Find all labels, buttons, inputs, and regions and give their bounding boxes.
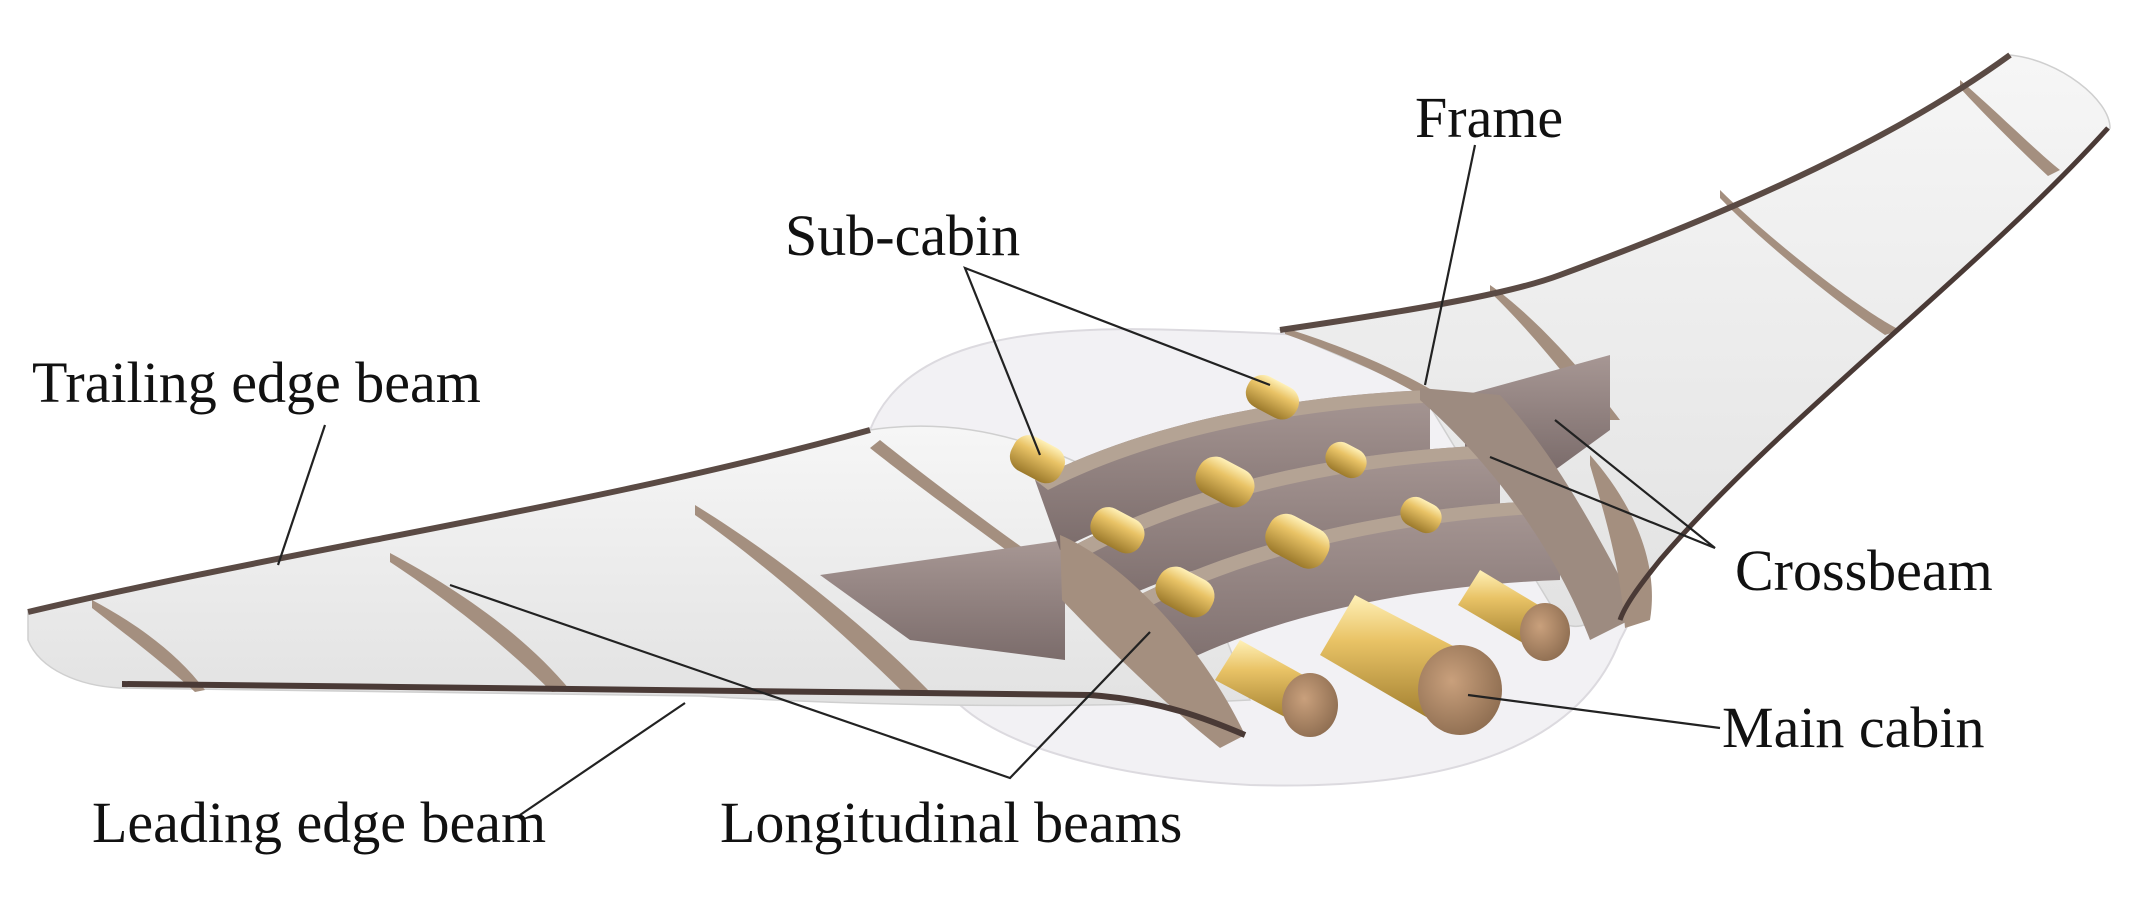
- leader-leading-edge-beam: [519, 702, 686, 816]
- leader-longitudinal-beams: [449, 583, 1151, 780]
- right-wing-edge: [1279, 52, 2012, 333]
- crossbeam-web-left: [820, 540, 1065, 660]
- rib: [1720, 190, 1900, 335]
- longitudinal-beam-top: [1035, 390, 1445, 490]
- rib: [1960, 80, 2060, 176]
- leader-crossbeam: [1489, 419, 1716, 550]
- leader-sub-cabin: [963, 266, 1271, 456]
- leading-edge-beam: [121, 681, 1247, 738]
- center-rib: [1590, 455, 1652, 628]
- label-longitudinal-beams: Longitudinal beams: [720, 790, 1182, 855]
- leader-main-cabin: [1467, 693, 1721, 730]
- rib: [92, 600, 205, 692]
- leader-trailing-edge-beam: [276, 424, 327, 566]
- label-sub-cabin: Sub-cabin: [785, 203, 1020, 268]
- trailing-edge-beam: [27, 427, 871, 615]
- sub-cabin-cylinders: [1009, 374, 1442, 618]
- rib: [870, 440, 1040, 560]
- label-crossbeam: Crossbeam: [1735, 538, 1993, 603]
- label-frame: Frame: [1415, 85, 1563, 150]
- leader-lines: [276, 144, 1721, 816]
- right-wing-edge: [1617, 126, 2110, 621]
- rib: [1285, 328, 1440, 395]
- label-trailing-edge-beam: Trailing edge beam: [32, 350, 481, 415]
- longitudinal-beam-top: [1075, 445, 1515, 555]
- main-cabin-cylinder: [1320, 595, 1502, 735]
- label-leading-edge-beam: Leading edge beam: [92, 790, 546, 855]
- small-cabin-cylinders: [1215, 570, 1570, 737]
- rib: [695, 505, 930, 694]
- rib: [390, 553, 570, 692]
- longitudinal-beam-wall: [1120, 500, 1560, 680]
- frame-bulkhead: [1420, 388, 1640, 640]
- leader-frame: [1423, 144, 1477, 386]
- label-main-cabin: Main cabin: [1722, 695, 1985, 760]
- center-rib: [1060, 535, 1245, 748]
